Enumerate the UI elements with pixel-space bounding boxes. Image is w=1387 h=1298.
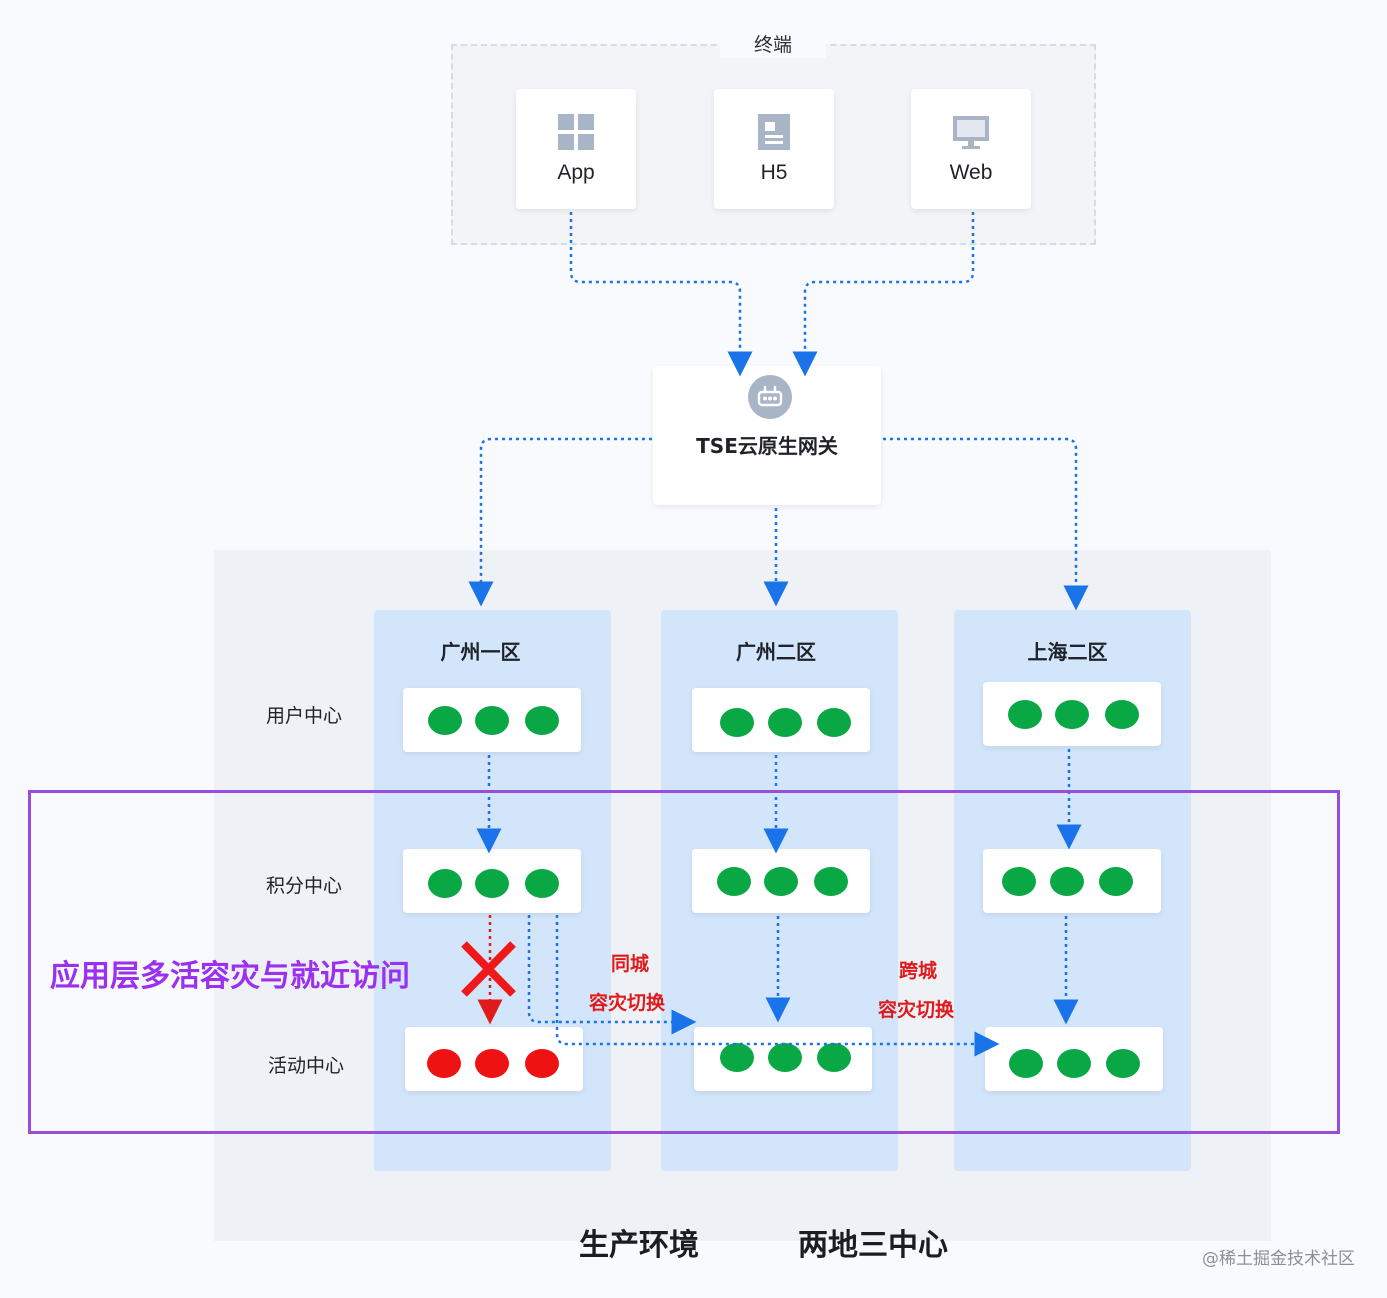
arrow-failover-same-city xyxy=(527,915,697,1035)
arrow-failover-cross-city xyxy=(555,915,1000,1057)
gateway-node[interactable]: TSE云原生网关 xyxy=(653,366,881,505)
arrow-gateway-to-gz1 xyxy=(468,437,652,607)
client-app[interactable]: App xyxy=(516,89,636,209)
service-card[interactable] xyxy=(692,849,870,913)
instance-dot xyxy=(1099,867,1133,896)
client-h5-label: H5 xyxy=(760,161,788,184)
bottom-label-production: 生产环境 xyxy=(579,1228,699,1263)
zone-title-guangzhou-1: 广州一区 xyxy=(440,640,521,664)
client-app-label: App xyxy=(557,161,595,184)
instance-dot xyxy=(768,708,802,737)
highlight-label: 应用层多活容灾与就近访问 xyxy=(50,959,410,994)
service-card[interactable] xyxy=(692,688,870,752)
client-h5[interactable]: H5 xyxy=(714,89,834,209)
instance-dot xyxy=(1106,1049,1140,1078)
failover-same-city-line1: 同城 xyxy=(611,953,650,975)
row-label-points-center: 积分中心 xyxy=(265,875,342,897)
service-card[interactable] xyxy=(694,1027,872,1091)
failover-cross-city-line2: 容灾切换 xyxy=(878,999,955,1021)
gateway-icon xyxy=(748,375,792,419)
instance-dot xyxy=(764,867,798,896)
blocked-x-icon xyxy=(461,941,516,997)
arrow-app-to-gateway xyxy=(569,212,753,377)
instance-dot xyxy=(768,1043,802,1072)
zone-title-guangzhou-2: 广州二区 xyxy=(736,640,816,664)
instance-dot-failed xyxy=(525,1049,559,1078)
arrow-gateway-to-sh2 xyxy=(883,437,1089,611)
instance-dot xyxy=(717,867,751,896)
instance-dot xyxy=(525,869,559,898)
terminal-title: 终端 xyxy=(720,32,826,58)
instance-dot xyxy=(1009,1049,1043,1078)
instance-dot xyxy=(475,869,509,898)
bottom-label-two-cities-three-centers: 两地三中心 xyxy=(798,1228,948,1263)
client-web-label: Web xyxy=(949,161,993,184)
zone-title-shanghai-2: 上海二区 xyxy=(1027,640,1108,664)
watermark: @稀土掘金技术社区 xyxy=(1202,1249,1355,1269)
instance-dot xyxy=(1055,700,1089,729)
client-web[interactable]: Web xyxy=(911,89,1031,209)
instance-dot xyxy=(1050,867,1084,896)
service-card[interactable] xyxy=(983,682,1161,746)
app-grid-icon xyxy=(558,114,594,150)
instance-dot xyxy=(1002,867,1036,896)
instance-dot xyxy=(475,706,509,735)
service-card[interactable] xyxy=(983,849,1161,913)
instance-dot xyxy=(1057,1049,1091,1078)
service-card[interactable] xyxy=(403,849,581,913)
failover-same-city-line2: 容灾切换 xyxy=(589,992,666,1014)
highlight-frame xyxy=(28,790,1340,1134)
instance-dot xyxy=(428,706,462,735)
row-label-activity-center: 活动中心 xyxy=(267,1055,344,1077)
instance-dot xyxy=(525,706,559,735)
failover-cross-city-line1: 跨城 xyxy=(899,960,938,982)
instance-dot xyxy=(720,708,754,737)
web-monitor-icon xyxy=(953,116,989,149)
gateway-label: TSE云原生网关 xyxy=(696,434,838,458)
service-card-failed[interactable] xyxy=(405,1027,583,1091)
instance-dot xyxy=(817,1043,851,1072)
row-label-user-center: 用户中心 xyxy=(265,705,342,727)
service-card[interactable] xyxy=(985,1027,1163,1091)
instance-dot xyxy=(720,1043,754,1072)
arrow-web-to-gateway xyxy=(792,212,975,377)
instance-dot xyxy=(1105,700,1139,729)
instance-dot xyxy=(428,869,462,898)
instance-dot xyxy=(1008,700,1042,729)
h5-page-icon xyxy=(758,114,790,150)
instance-dot xyxy=(817,708,851,737)
instance-dot xyxy=(814,867,848,896)
instance-dot-failed xyxy=(427,1049,461,1078)
instance-dot-failed xyxy=(475,1049,509,1078)
service-card[interactable] xyxy=(403,688,581,752)
